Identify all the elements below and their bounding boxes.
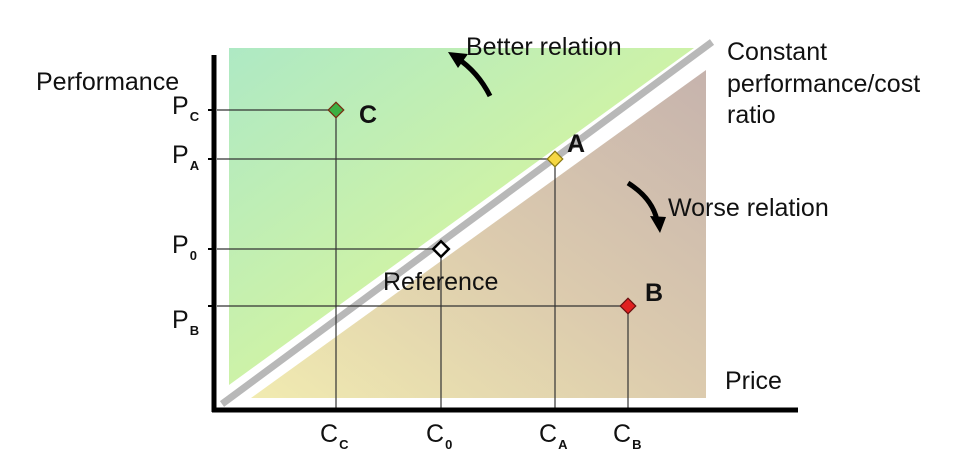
reference-label: Reference [383, 268, 499, 296]
point-c-label: C [359, 101, 378, 129]
y-tick-pc: PC [172, 92, 200, 124]
point-a-marker [546, 150, 564, 168]
x-tick-cc: CC [320, 420, 349, 452]
x-tick-ca: CA [539, 420, 568, 452]
worse-arrowhead-icon [650, 216, 666, 233]
y-tick-pb: PB [172, 306, 200, 338]
worse-region [251, 70, 706, 398]
y-axis-label: Performance [36, 68, 180, 96]
better-region [229, 48, 694, 385]
y-tick-p0: P0 [172, 231, 197, 263]
reference-marker [431, 239, 451, 259]
point-a-label: A [567, 130, 586, 158]
ratio-line-label-3: ratio [727, 101, 776, 129]
y-tick-pa: PA [172, 141, 200, 173]
x-axis-label: Price [725, 367, 782, 395]
ratio-line-label-1: Constant [727, 38, 828, 66]
x-tick-cb: CB [613, 420, 642, 452]
point-b-marker [619, 297, 637, 315]
better-arrowhead-icon [448, 52, 468, 68]
point-c-marker [327, 101, 345, 119]
y-ticks [208, 109, 216, 307]
guide-lines [217, 109, 629, 409]
better-relation-label: Better relation [466, 33, 622, 61]
x-tick-c0: C0 [426, 420, 453, 452]
ratio-line-label-2: performance/cost [727, 70, 921, 98]
worse-relation-label: Worse relation [668, 194, 829, 222]
point-b-label: B [645, 279, 664, 307]
constant-ratio-line [219, 39, 715, 407]
